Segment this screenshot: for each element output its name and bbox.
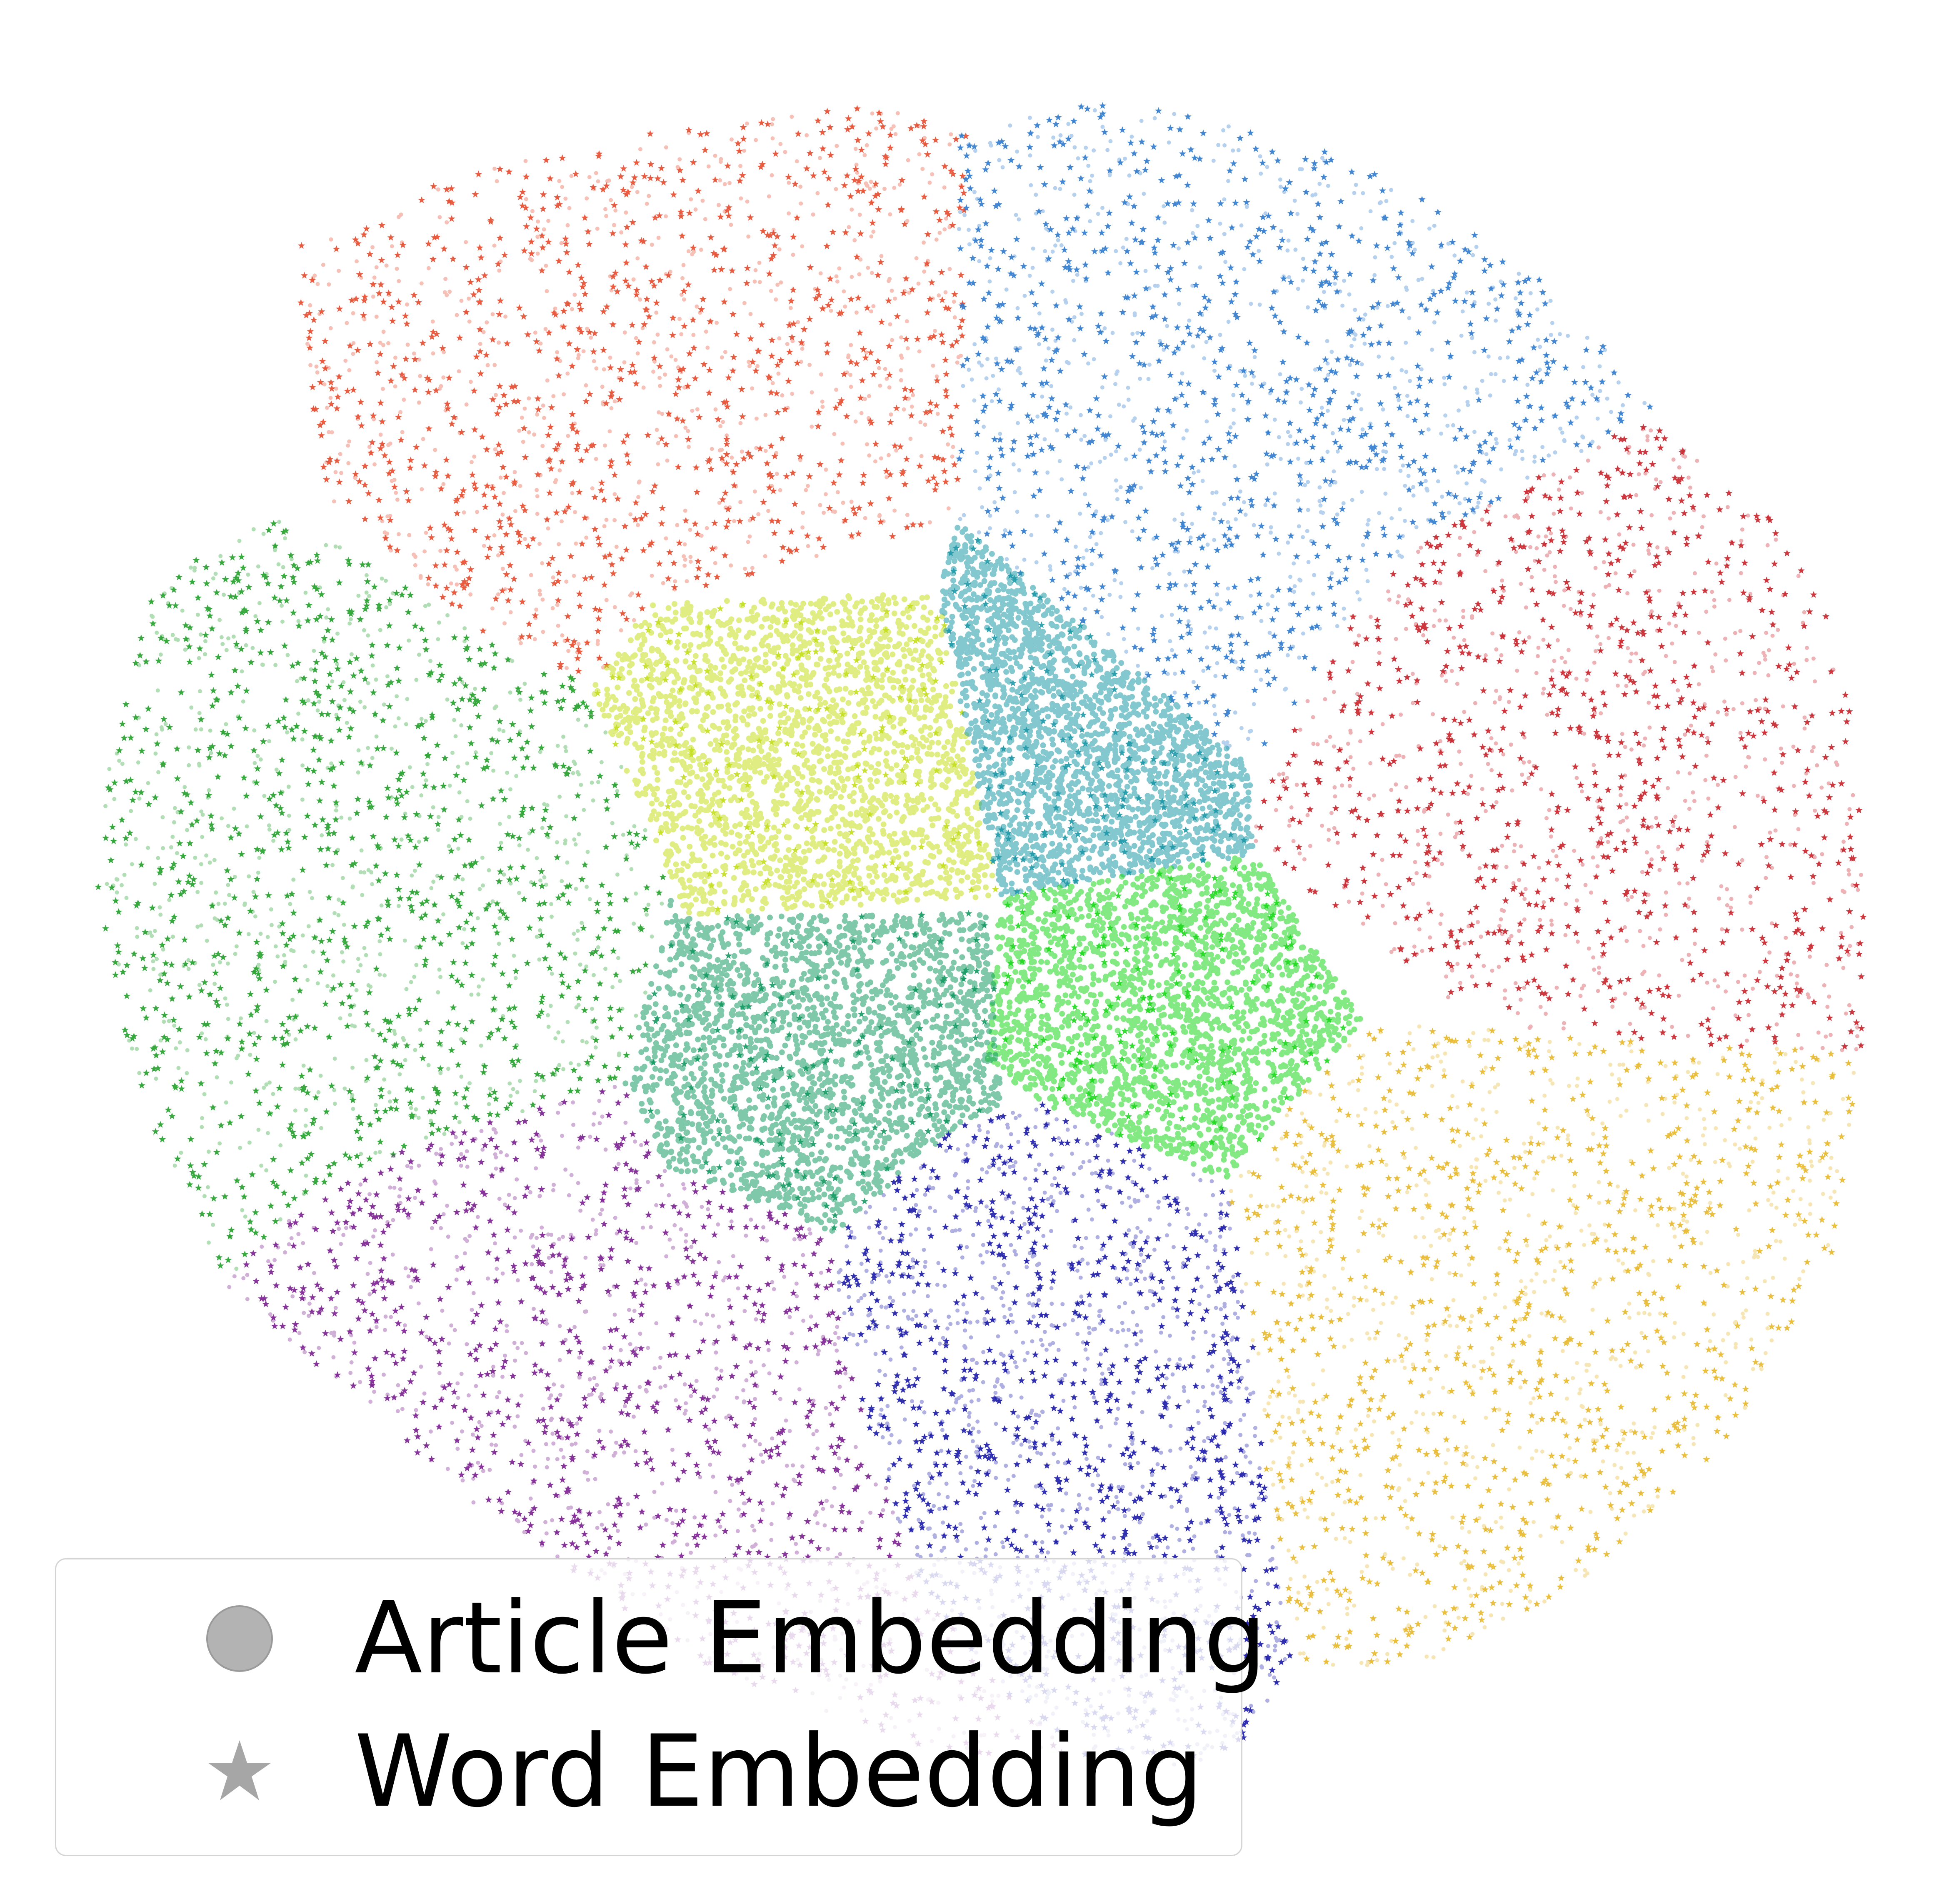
cluster-blue xyxy=(955,102,1654,750)
legend-entry-word: Word Embedding xyxy=(56,1709,1203,1834)
legend: Article Embedding Word Embedding xyxy=(55,1558,1267,1856)
article-points-yellow-green xyxy=(592,592,995,917)
word-points-yellow-green xyxy=(594,600,999,912)
cluster-yellow-green xyxy=(592,592,999,917)
word-points-dark-red xyxy=(1257,423,1867,1050)
article-points-gold xyxy=(1229,1024,1856,1667)
legend-label-article: Article Embedding xyxy=(355,1581,1267,1696)
cluster-dark-red xyxy=(1254,423,1867,1052)
article-points-dark-red xyxy=(1254,427,1863,1052)
cluster-sea-green xyxy=(622,898,1003,1234)
word-points-light-green xyxy=(95,520,667,1269)
circle-marker-icon xyxy=(206,1605,273,1672)
cluster-light-green xyxy=(95,520,667,1271)
word-points-gold xyxy=(1228,1027,1856,1665)
legend-entry-article: Article Embedding xyxy=(56,1576,1267,1701)
legend-label-word: Word Embedding xyxy=(355,1714,1204,1829)
cluster-teal xyxy=(939,525,1256,897)
article-points-blue xyxy=(957,108,1647,750)
article-points-teal xyxy=(939,525,1256,897)
cluster-gold xyxy=(1228,1024,1856,1667)
star-marker-icon xyxy=(208,1740,271,1800)
cluster-bright-green xyxy=(984,855,1363,1179)
article-points-light-green xyxy=(103,520,664,1271)
article-points-bright-green xyxy=(984,855,1363,1179)
word-points-blue xyxy=(955,102,1654,747)
